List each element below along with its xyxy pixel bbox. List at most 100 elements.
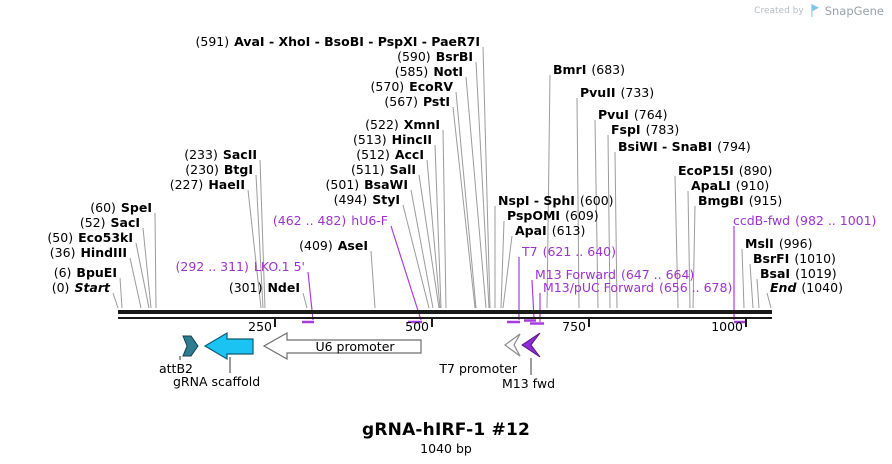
primer-label-ccdb-fwd[interactable]: ccdB-fwd(982 .. 1001): [733, 214, 876, 227]
enzyme-label-ecop15i[interactable]: EcoP15I(890): [678, 164, 772, 177]
grna-scaffold-arrow[interactable]: [203, 331, 254, 361]
primer-name: M13/pUC Forward: [543, 280, 654, 295]
axis-tick-1000: 1000: [711, 319, 743, 334]
primer-range: (656 .. 678): [658, 280, 733, 295]
site-position: (36): [49, 245, 76, 260]
primer-bars[interactable]: [302, 319, 747, 325]
primer-label-lko1-5[interactable]: (292 .. 311)LKO.1 5': [176, 260, 305, 273]
primer-leader-lines: [307, 225, 735, 322]
enzyme-label-asei[interactable]: (409)AseI: [299, 239, 368, 252]
site-name: BsiWI - SnaBI: [618, 139, 713, 154]
enzyme-label-apali[interactable]: ApaLI (910): [691, 179, 769, 192]
site-position: (591): [195, 34, 230, 49]
enzyme-label-btgi[interactable]: (230)BtgI: [185, 163, 253, 176]
enzyme-label-apai[interactable]: ApaI(613): [515, 224, 585, 237]
leader-lines: [112, 46, 772, 309]
site-name: PvuI: [598, 107, 629, 122]
site-name: Eco53kI: [78, 230, 133, 245]
enzyme-label-spei[interactable]: (60) SpeI: [90, 201, 152, 214]
site-name: NspI - SphI: [498, 193, 575, 208]
axis-ticks: [274, 319, 747, 327]
enzyme-label-psti[interactable]: (567)PstI: [384, 95, 450, 108]
site-position: (52): [79, 215, 106, 230]
enzyme-label-bpuei[interactable]: (6)BpuEI: [54, 266, 117, 279]
primer-label-hu6-f[interactable]: (462 .. 482)hU6-F: [273, 214, 388, 227]
feature-label-attb2[interactable]: attB2: [159, 361, 193, 376]
m13-fwd-arrow[interactable]: [521, 332, 541, 358]
site-name: Start: [74, 280, 110, 295]
enzyme-label-xmni[interactable]: (522)XmnI: [365, 118, 440, 131]
primer-range: (621 .. 640): [542, 244, 616, 259]
feature-label-t7-promoter[interactable]: T7 promoter: [439, 361, 517, 376]
enzyme-label-pspomi[interactable]: PspOMI(609): [507, 209, 599, 222]
site-name: HindIII: [80, 245, 127, 260]
site-name: ApaLI: [691, 178, 731, 193]
site-position: (570): [370, 79, 405, 94]
site-position: (512): [356, 147, 390, 162]
enzyme-label-saci[interactable]: (52)SacI: [80, 216, 140, 229]
enzyme-label-hindiii[interactable]: (36) HindIII: [50, 246, 127, 259]
enzyme-label-acci[interactable]: (512) AccI: [356, 148, 424, 161]
feature-label-m13-fwd[interactable]: M13 fwd: [502, 376, 556, 391]
enzyme-label-bsai[interactable]: BsaI(1019): [760, 267, 837, 280]
site-name: AccI: [394, 147, 424, 162]
enzyme-label-bmgbi[interactable]: BmgBI(915): [698, 194, 782, 207]
logo-stem: [810, 4, 813, 17]
site-name: BpuEI: [76, 265, 117, 280]
site-name: StyI: [372, 192, 400, 207]
site-position: (511): [351, 162, 385, 177]
site-position: (890): [738, 163, 773, 178]
enzyme-label-bsiwi-snabi[interactable]: BsiWI - SnaBI(794): [618, 140, 751, 153]
site-position: (613): [551, 223, 586, 238]
primer-label-t7[interactable]: T7(621 .. 640): [522, 245, 616, 258]
site-name: SpeI: [120, 200, 152, 215]
site-position: (494): [333, 192, 368, 207]
enzyme-label-hincii[interactable]: (513)HincII: [353, 133, 432, 146]
enzyme-label-nspi-sphi[interactable]: NspI - SphI(600): [498, 194, 614, 207]
enzyme-label-bsrfi[interactable]: BsrFI(1010): [753, 252, 836, 265]
site-name: AvaI - XhoI - BsoBI - PspXI - PaeR7I: [234, 34, 480, 49]
site-position: (1019): [795, 266, 837, 281]
enzyme-label-pvuii[interactable]: PvuII(733): [580, 86, 654, 99]
primer-label-m13-forward[interactable]: M13 Forward(647 .. 664): [535, 268, 694, 281]
enzyme-label-avai-xhoi-bsobi-pspxi-paer7i[interactable]: (591) AvaI - XhoI - BsoBI - PspXI - PaeR7…: [196, 35, 481, 48]
t7-promoter-arrow[interactable]: [503, 333, 521, 357]
enzyme-label-bsrbi[interactable]: (590)BsrBI: [397, 50, 473, 63]
enzyme-label-ndei[interactable]: (301)NdeI: [229, 281, 300, 294]
enzyme-label-msli[interactable]: MslI(996): [745, 237, 812, 250]
watermark-created-by: Created by: [754, 6, 804, 16]
site-position: (227): [169, 177, 204, 192]
sequence-start-label: (0) Start: [52, 281, 110, 294]
snapgene-logo-icon: [810, 4, 819, 17]
feature-label-u6-promoter[interactable]: U6 promoter: [315, 339, 395, 354]
site-name: HaeII: [208, 177, 245, 192]
feature-label-grna-scaffold[interactable]: gRNA scaffold: [173, 374, 261, 389]
axis-tick-250: 250: [248, 319, 272, 334]
enzyme-label-haeii[interactable]: (227) HaeII: [170, 178, 245, 191]
primer-label-m13-puc-forward[interactable]: M13/pUC Forward (656 .. 678): [543, 281, 732, 294]
enzyme-label-bmri[interactable]: BmrI(683): [553, 63, 625, 76]
enzyme-label-eco53ki[interactable]: (50)Eco53kI: [47, 231, 133, 244]
enzyme-label-sacii[interactable]: (233)SacII: [184, 148, 257, 161]
site-name: FspI: [611, 122, 641, 137]
site-position: (910): [735, 178, 770, 193]
site-position: (60): [90, 200, 116, 215]
site-position: (609): [565, 208, 599, 223]
site-position: (0): [51, 280, 70, 295]
enzyme-label-noti[interactable]: (585)NotI: [395, 65, 463, 78]
enzyme-label-styi[interactable]: (494) StyI: [334, 193, 400, 206]
site-name: EcoRV: [409, 79, 453, 94]
site-position: (915): [748, 193, 783, 208]
site-name: PvuII: [580, 85, 616, 100]
enzyme-label-ecorv[interactable]: (570) EcoRV: [371, 80, 453, 93]
enzyme-label-sali[interactable]: (511)SalI: [351, 163, 416, 176]
attb2-arrow[interactable]: [182, 335, 199, 357]
axis-tick-750: 750: [562, 319, 586, 334]
u6-promoter-arrow[interactable]: [262, 331, 422, 361]
site-name: End: [770, 280, 797, 295]
site-name: BsrFI: [753, 251, 790, 266]
enzyme-label-pvui[interactable]: PvuI(764): [598, 108, 667, 121]
enzyme-label-fspi[interactable]: FspI(783): [611, 123, 679, 136]
enzyme-label-bsawi[interactable]: (501)BsaWI: [326, 178, 408, 191]
